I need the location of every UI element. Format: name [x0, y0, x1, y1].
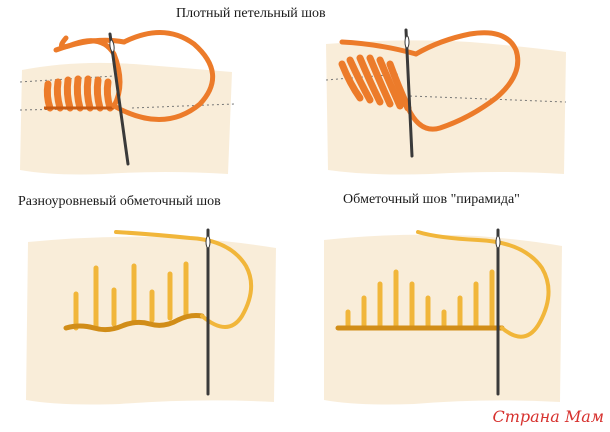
- dense-buttonhole-illustration-2: [325, 28, 567, 175]
- slanted-stitch-row: [338, 54, 412, 112]
- multilevel-overcast-illustration: [26, 228, 276, 405]
- dense-stitch-row: [43, 75, 114, 112]
- dotted-edge-line: [19, 75, 115, 83]
- needle-icon: [205, 228, 211, 396]
- site-watermark-logo: Страна Мам: [492, 407, 604, 426]
- thread-tail: [53, 37, 127, 53]
- needle-icon: [495, 228, 501, 396]
- stitch-base-chain: [63, 313, 205, 333]
- caption-dense-buttonhole-stitch: Плотный петельный шов: [176, 6, 326, 21]
- vertical-stitches: [73, 261, 189, 331]
- needle-icon: [404, 28, 414, 158]
- pyramid-overcast-illustration: [324, 228, 562, 405]
- dotted-edge-line: [131, 103, 235, 109]
- thread-tail: [339, 39, 419, 57]
- thread-loop: [416, 230, 551, 339]
- thread-loop: [114, 230, 254, 329]
- fabric-swatch: [20, 62, 232, 175]
- needle-icon: [108, 32, 130, 166]
- caption-pyramid-overcast-stitch: Обметочный шов "пирамида": [343, 192, 520, 207]
- dense-buttonhole-illustration-1: [19, 30, 235, 175]
- thread-loop: [405, 30, 521, 132]
- caption-multilevel-overcast-stitch: Разноуровневый обметочный шов: [18, 194, 221, 209]
- dotted-edge-line: [409, 95, 567, 103]
- pyramid-stitches: [345, 269, 495, 331]
